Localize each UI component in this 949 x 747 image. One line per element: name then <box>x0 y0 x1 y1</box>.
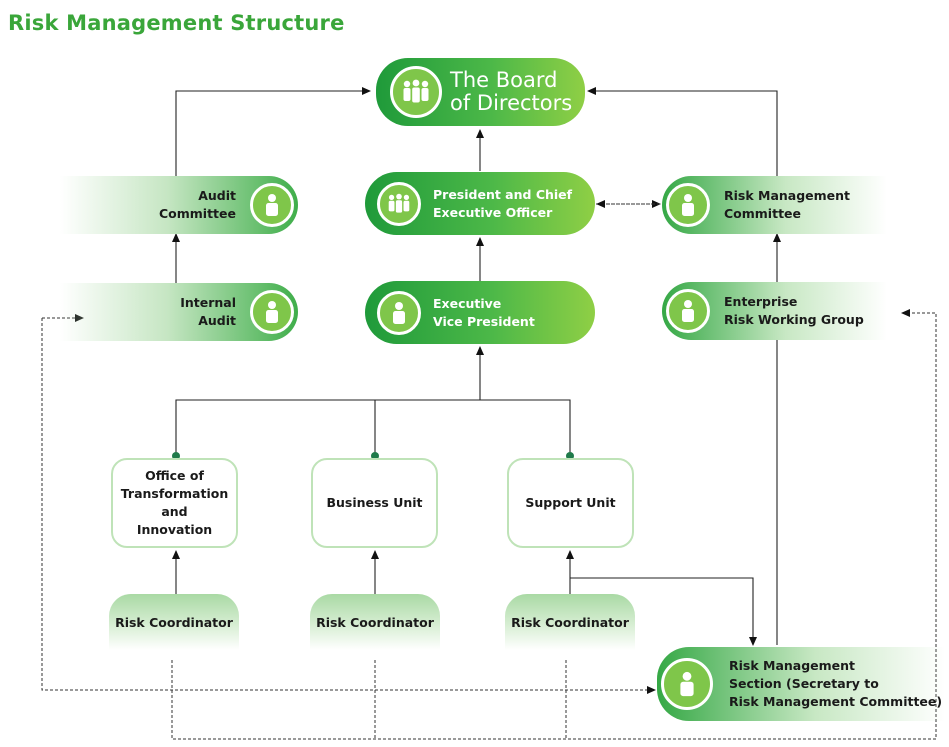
audit-label-line1: Audit <box>198 188 236 203</box>
rmc-label-line2: Committee <box>724 206 802 221</box>
president-ceo-node: President and Chief Executive Officer <box>365 172 595 235</box>
erwg-label-line1: Enterprise <box>724 294 798 309</box>
rms-label: Risk Management Section (Secretary to Ri… <box>729 657 942 711</box>
person-icon <box>377 290 421 335</box>
evp-label: Executive Vice President <box>433 295 535 331</box>
internal-audit-label: Internal Audit <box>180 294 236 330</box>
oti-label-line2: Transformation and <box>120 486 229 519</box>
rmc-label: Risk Management Committee <box>724 187 850 223</box>
risk-management-section-node: Risk Management Section (Secretary to Ri… <box>657 647 945 721</box>
oti-label-line3: Innovation <box>136 522 213 537</box>
oti-label-line1: Office of <box>145 468 204 483</box>
board-of-directors-node: The Board of Directors <box>376 58 585 126</box>
person-icon <box>661 658 713 710</box>
risk-coordinator-label: Risk Coordinator <box>511 614 629 630</box>
risk-coordinator-label: Risk Coordinator <box>316 614 434 630</box>
rms-label-line2: Section (Secretary to <box>729 676 879 691</box>
evp-label-line1: Executive <box>433 295 502 311</box>
erwg-label-line2: Risk Working Group <box>724 312 864 327</box>
risk-management-committee-node: Risk Management Committee <box>662 176 887 234</box>
evp-label-line2: Vice President <box>433 313 535 329</box>
person-icon <box>666 183 710 227</box>
person-icon <box>250 183 294 227</box>
support-unit-node: Support Unit <box>507 458 634 548</box>
business-unit-node: Business Unit <box>311 458 438 548</box>
person-icon <box>250 290 294 334</box>
rmc-label-line1: Risk Management <box>724 188 851 203</box>
audit-label-line2: Committee <box>158 206 236 221</box>
executive-vice-president-node: Executive Vice President <box>365 281 595 344</box>
president-label-line2: Executive Officer <box>433 204 553 220</box>
board-label: The Board of Directors <box>450 68 573 115</box>
risk-coordinator-label: Risk Coordinator <box>115 614 233 630</box>
rms-label-line1: Risk Management <box>729 658 856 673</box>
business-unit-label: Business Unit <box>326 495 423 510</box>
office-transformation-innovation-node: Office of Transformation and Innovation <box>111 458 238 548</box>
enterprise-risk-working-group-node: Enterprise Risk Working Group <box>662 282 887 340</box>
risk-coordinator-node: Risk Coordinator <box>109 594 239 650</box>
people-group-icon <box>377 181 421 226</box>
internal-label-line1: Internal <box>180 295 236 310</box>
risk-coordinator-node: Risk Coordinator <box>310 594 440 650</box>
president-label: President and Chief Executive Officer <box>433 186 572 222</box>
people-group-icon <box>390 66 442 118</box>
page-title: Risk Management Structure <box>8 11 345 35</box>
rms-label-line3: Risk Management Committee) <box>729 694 943 709</box>
president-label-line1: President and Chief <box>433 186 573 202</box>
internal-label-line2: Audit <box>198 313 236 328</box>
audit-committee-label: Audit Committee <box>159 187 236 223</box>
audit-committee-node: Audit Committee <box>60 176 298 234</box>
internal-audit-node: Internal Audit <box>60 283 298 341</box>
erwg-label: Enterprise Risk Working Group <box>724 293 864 329</box>
person-icon <box>666 289 710 333</box>
support-unit-label: Support Unit <box>525 495 616 510</box>
risk-coordinator-node: Risk Coordinator <box>505 594 635 650</box>
